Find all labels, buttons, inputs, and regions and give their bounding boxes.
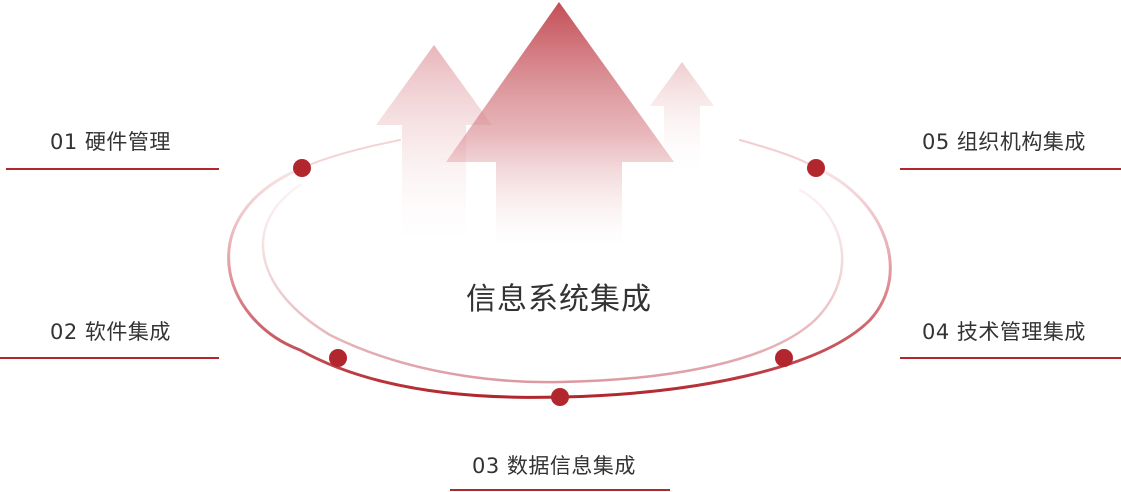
item-number: 03	[472, 454, 500, 478]
item-hardware-label: 01 硬件管理	[50, 126, 171, 156]
item-number: 01	[50, 130, 78, 154]
arrow-main-icon	[446, 2, 674, 246]
node-technology	[775, 349, 793, 367]
item-software-label: 02 软件集成	[50, 316, 171, 346]
item-software-underline	[0, 357, 219, 359]
item-number: 02	[50, 320, 78, 344]
item-text: 技术管理集成	[956, 320, 1086, 344]
node-data	[551, 388, 569, 406]
center-title: 信息系统集成	[466, 282, 652, 317]
arrow-right-icon	[650, 62, 714, 180]
item-organization-underline	[900, 168, 1121, 170]
item-data-underline	[450, 489, 670, 491]
item-technology-underline	[900, 357, 1121, 359]
arrow-left-icon	[376, 45, 492, 240]
item-text: 组织机构集成	[956, 130, 1086, 154]
item-technology-label: 04 技术管理集成	[922, 316, 1086, 346]
item-number: 05	[922, 130, 950, 154]
item-text: 软件集成	[84, 320, 171, 344]
item-number: 04	[922, 320, 950, 344]
item-data-label: 03 数据信息集成	[472, 450, 636, 480]
item-text: 硬件管理	[84, 130, 171, 154]
node-software	[329, 349, 347, 367]
node-hardware	[293, 159, 311, 177]
node-organization	[807, 159, 825, 177]
item-text: 数据信息集成	[506, 454, 636, 478]
item-hardware-underline	[6, 168, 219, 170]
item-organization-label: 05 组织机构集成	[922, 126, 1086, 156]
